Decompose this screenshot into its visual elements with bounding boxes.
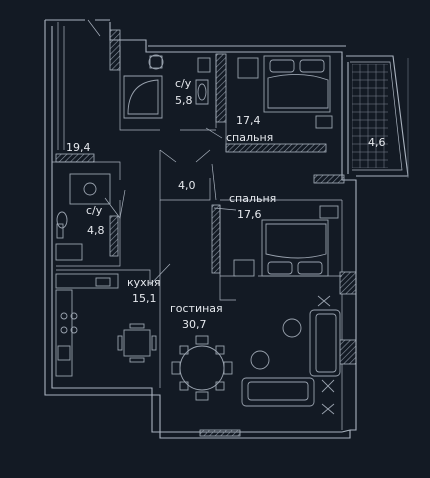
doors [104, 127, 237, 286]
corridor-area: 19,4 [66, 141, 91, 154]
bedroom-mid-area: 17,6 [237, 208, 262, 221]
bedroom-top-name: спальня [226, 131, 273, 144]
living-area: 30,7 [182, 318, 207, 331]
balcony-area: 4,6 [368, 136, 386, 149]
living-name: гостиная [170, 302, 223, 315]
kitchen-area: 15,1 [132, 292, 157, 305]
bathroom-left-fixtures [55, 173, 111, 261]
bedroom-mid-name: спальня [229, 192, 276, 205]
kitchen-name: кухня [127, 276, 160, 289]
bedroom-top-area: 17,4 [236, 114, 261, 127]
balcony [346, 55, 409, 178]
hall-area: 4,0 [178, 179, 196, 192]
bathroom-top-fixtures [123, 54, 211, 119]
bathroom-left-name: с/у [86, 204, 103, 217]
bed-top [237, 55, 333, 129]
bathroom-left-area: 4,8 [87, 224, 105, 237]
room-labels: с/у 5,8 17,4 спальня 4,6 19,4 4,0 с/у 4,… [66, 77, 386, 331]
bed-mid [233, 205, 339, 277]
bathroom-top-name: с/у [175, 77, 192, 90]
bathroom-top-area: 5,8 [175, 94, 193, 107]
interior-walls [52, 19, 343, 430]
kitchen-furniture [55, 273, 157, 377]
living-furniture [171, 295, 341, 415]
